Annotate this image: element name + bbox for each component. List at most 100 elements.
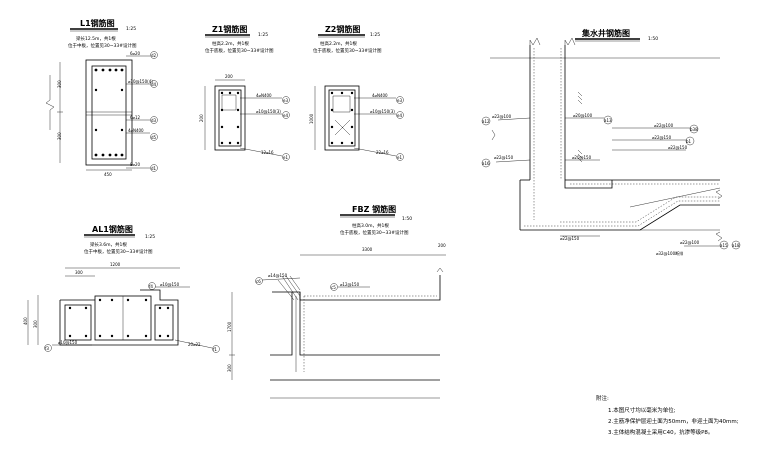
al1-rebars [68, 298, 170, 338]
al1-dim-inner: 300 [75, 270, 83, 275]
notes-block: 附注: 1.本图尺寸均以毫米为单位; 2.主筋净保护层迎土面为50mm，非迎土面… [596, 394, 739, 436]
l1-dim-upper: 300 [57, 80, 62, 88]
note-item-1: 1.本图尺寸均以毫米为单位; [608, 406, 676, 414]
fbz-drawing: FBZ 钢筋图 1:50 柱高3.0m，共1根 位于底板，位置见30~33#设计… [227, 204, 446, 399]
fbz-label-1: ⌀14@150 [268, 273, 288, 278]
z2-label-tie: 4⌀N400 [372, 93, 388, 98]
pit-tag-a12: a12 [482, 119, 490, 124]
l1-scale: 1:25 [126, 26, 136, 32]
notes-header: 附注: [596, 394, 609, 402]
z2-tag-main: e1 [397, 155, 402, 160]
z2-title: Z2钢筋图 [325, 24, 360, 34]
al1-label-left: ⌀10@150 [58, 340, 78, 345]
z1-label-stirrup: ⌀10@150(3) [256, 109, 281, 114]
l1-tag-top: d2 [151, 53, 157, 58]
fbz-label-2: ⌀12@150 [340, 282, 360, 287]
fbz-tag-c6: c6 [256, 279, 261, 284]
pit-label-6: ⌀20@150 [572, 155, 592, 160]
pit-tag-b1: b1 [686, 139, 692, 144]
pit-tag-a16: a16 [482, 161, 490, 166]
z2-label-stirrup: ⌀10@150(3) [370, 109, 395, 114]
l1-tag-tie: d5 [151, 135, 157, 140]
l1-label-tie: 4⌀N400 [128, 128, 144, 133]
l1-rebars [94, 68, 124, 157]
al1-tag-top: f4 [149, 284, 153, 289]
pit-drawing: 集水井钢筋图 1:50 a12 ⌀22@100 ⌀20@100 a [481, 28, 741, 256]
al1-dim-width: 1200 [110, 262, 121, 267]
z1-tag-stirrup: e4 [283, 113, 288, 118]
fbz-dim-width: 3300 [362, 247, 373, 252]
al1-scale: 1:25 [145, 234, 155, 240]
al1-title: AL1钢筋图 [92, 224, 133, 234]
pit-tag-a18: a18 [732, 243, 740, 248]
pit-tag-a15: a15 [720, 243, 728, 248]
fbz-note-2: 位于底板，位置见30~33#设计图 [340, 229, 409, 236]
z2-note-2: 位于底板，位置见30~33#设计图 [313, 47, 382, 54]
pit-label-8: ⌀32@100断排 [656, 250, 683, 256]
l1-stirrup [91, 65, 127, 160]
z1-drawing: Z1钢筋图 1:25 柱高2.2m，共1根 位于底板，位置见30~33#设计图 … [199, 24, 290, 161]
z1-dim-height: 200 [199, 114, 204, 122]
l1-label-stirrup: ⌀10@150(4) [128, 79, 153, 84]
al1-note-2: 位于中板，位置见30~33#设计图 [84, 248, 153, 255]
z1-tag-main: e1 [283, 155, 288, 160]
z1-note-2: 位于底板，位置见30~33#设计图 [205, 47, 274, 54]
z1-label-main: 12⌀16 [261, 150, 274, 155]
l1-label-side: 6⌀12 [130, 115, 140, 120]
al1-label-main: 20⌀22 [188, 342, 201, 347]
l1-drawing: L1钢筋图 1:25 梁长12.5m，共1根 位于中板，位置见30~33#设计图… [45, 18, 158, 177]
l1-label-bottom: 8⌀20 [130, 162, 140, 167]
pit-label-4: ⌀22@150 [652, 135, 672, 140]
pit-label-bottom: ⌀22@150 [560, 236, 580, 241]
z1-scale: 1:25 [258, 32, 268, 38]
fbz-tag-c5: c5 [331, 285, 336, 290]
note-item-3: 3.主体结构混凝土采用C40，抗渗等级P8。 [608, 428, 713, 436]
fbz-scale: 1:50 [402, 216, 412, 222]
z2-tag-stirrup: e4 [397, 113, 402, 118]
pit-wall-rebar [533, 48, 562, 220]
pit-scale: 1:50 [648, 36, 658, 42]
al1-dim-inner-height: 300 [33, 320, 38, 328]
z1-note-1: 柱高2.2m，共1根 [212, 40, 249, 47]
z2-note-1: 柱高2.2m，共1根 [320, 40, 357, 47]
z1-title: Z1钢筋图 [212, 24, 247, 34]
z2-tag-tie: e3 [397, 98, 402, 103]
z2-drawing: Z2钢筋图 1:25 柱高2.2m，共1根 位于底板，位置见30~33#设计图 … [309, 24, 404, 161]
z2-dim-height: 1000 [309, 113, 314, 124]
l1-tag-stirrup: d4 [151, 82, 157, 87]
z2-section [324, 85, 360, 151]
pit-tag-a13: a13 [604, 118, 612, 123]
z2-scale: 1:25 [370, 32, 380, 38]
pit-label-5: ⌀22@150 [494, 155, 514, 160]
fbz-dim-base: 300 [227, 364, 232, 372]
z1-tag-tie: e3 [283, 98, 288, 103]
al1-dim-height: 400 [23, 317, 28, 325]
pit-label-3: ⌀22@100 [654, 123, 674, 128]
z1-rebars [220, 91, 240, 145]
pit-label-7: ⌀22@150 [668, 145, 688, 150]
l1-title: L1钢筋图 [80, 18, 115, 28]
fbz-dim-edge: 200 [438, 243, 446, 248]
z1-label-tie: 4⌀N400 [256, 93, 272, 98]
fbz-dim-height: 1700 [227, 321, 232, 332]
z2-label-main: 22⌀16 [376, 150, 389, 155]
al1-tag-main: f1 [213, 347, 217, 352]
l1-section [85, 59, 133, 166]
l1-note-2: 位于中板，位置见30~33#设计图 [68, 42, 137, 49]
al1-label-top: ⌀10@150 [160, 282, 180, 287]
z1-section [214, 85, 246, 151]
al1-note-1: 梁长3.6m，共1根 [90, 241, 127, 248]
l1-tag-side: d3 [151, 118, 157, 123]
z2-rebars [330, 91, 354, 145]
l1-tag-bottom: d1 [151, 166, 157, 171]
l1-dim-lower: 300 [57, 132, 62, 140]
al1-drawing: AL1钢筋图 1:25 梁长3.6m，共1根 位于中板，位置见30~33#设计图… [23, 224, 220, 353]
pit-label-a15: ⌀22@100 [680, 240, 700, 245]
fbz-outline [292, 275, 441, 301]
z1-dim-width: 200 [225, 74, 233, 79]
l1-label-top: 6⌀20 [130, 51, 140, 56]
pit-tag-b38: b38 [690, 127, 698, 132]
l1-note-1: 梁长12.5m，共1根 [76, 35, 116, 42]
l1-dim-width: 450 [104, 172, 112, 177]
